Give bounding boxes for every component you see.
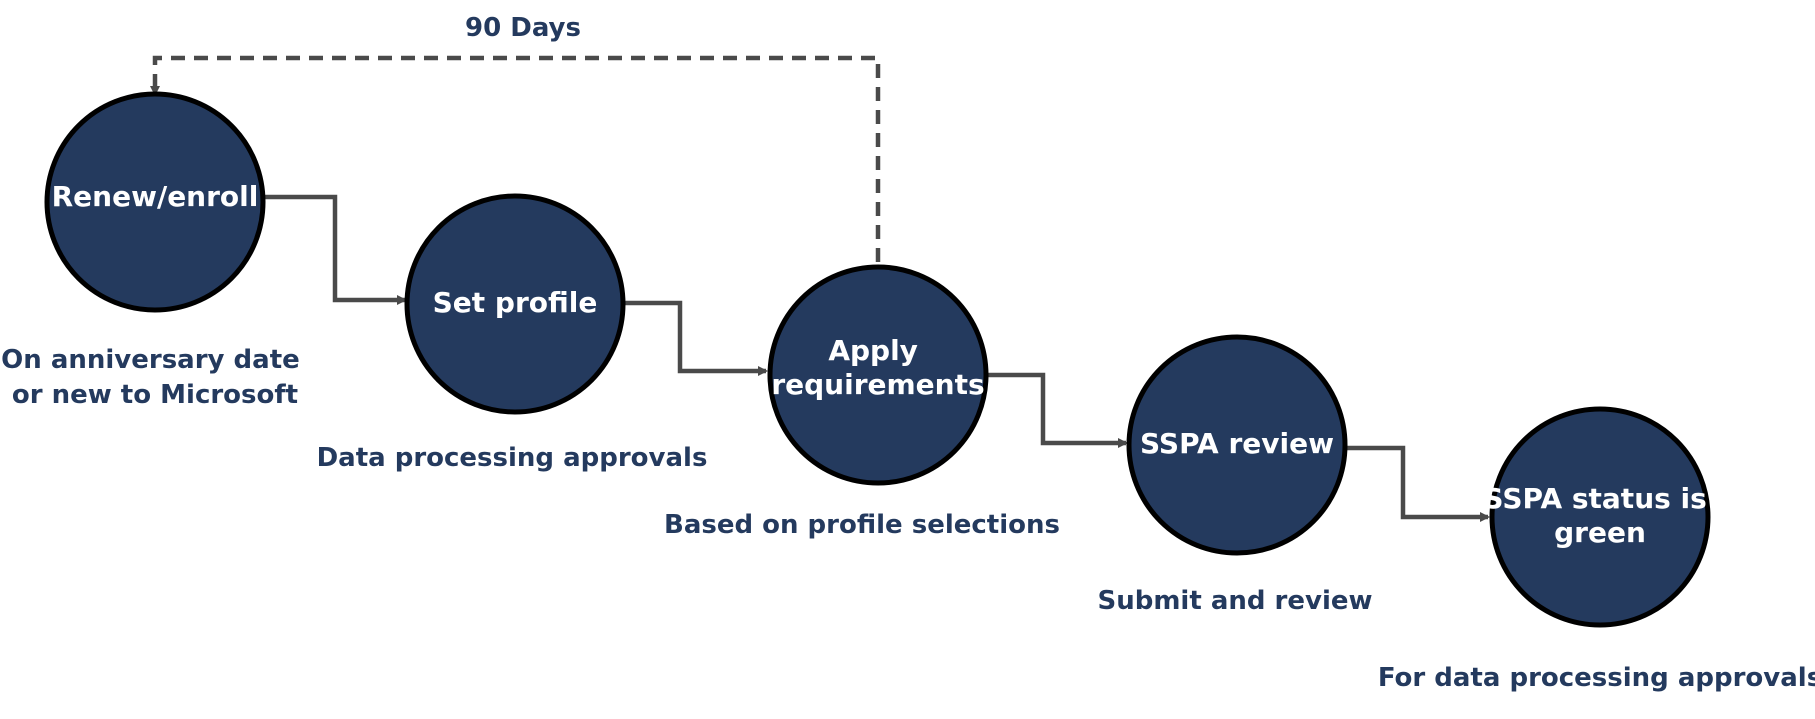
step-node [44, 91, 266, 313]
step-caption-line: or new to Microsoft [12, 380, 298, 410]
step-caption: Submit and review [1097, 586, 1372, 616]
step-caption-line: Data processing approvals [317, 443, 708, 473]
loop-connector [150, 55, 881, 262]
step-title-line: Apply [828, 334, 918, 367]
step-node [1489, 406, 1711, 628]
step-caption: Based on profile selections [664, 510, 1060, 540]
step-caption-line: Submit and review [1097, 586, 1372, 616]
step-apply-requirements: Apply requirements Based on profile sele… [664, 264, 1060, 540]
step-title-line: requirements [771, 368, 984, 401]
step-title: Renew/enroll [52, 180, 259, 213]
step-node [767, 264, 989, 486]
step-caption: For data processing approvals [1378, 663, 1815, 693]
step-set-profile: Set profile Data processing approvals [317, 193, 708, 473]
step-node [1126, 334, 1348, 556]
step-caption-line: On anniversary date [1, 345, 300, 375]
connector-2-3 [623, 300, 768, 376]
step-sspa-status-green: SSPA status is green For data processing… [1378, 406, 1815, 693]
step-caption-line: For data processing approvals [1378, 663, 1815, 693]
step-caption: Data processing approvals [317, 443, 708, 473]
step-caption-line: Based on profile selections [664, 510, 1060, 540]
step-title: Apply requirements [771, 334, 984, 401]
connector-1-2 [265, 194, 407, 305]
step-title: SSPA review [1140, 427, 1334, 460]
connector-4-5 [1347, 445, 1490, 522]
step-title-line: green [1554, 516, 1646, 549]
step-title-line: Renew/enroll [52, 180, 259, 213]
step-title-line: SSPA status is [1483, 482, 1706, 515]
step-title-line: SSPA review [1140, 427, 1334, 460]
step-title-line: Set profile [433, 286, 598, 319]
step-sspa-review: SSPA review Submit and review [1097, 334, 1373, 616]
step-caption: On anniversary date or new to Microsoft [1, 345, 309, 410]
step-title: Set profile [433, 286, 598, 319]
step-renew-enroll: Renew/enroll On anniversary date or new … [1, 91, 309, 410]
connector-3-4 [984, 372, 1128, 448]
loop-label: 90 Days [465, 13, 581, 43]
step-node [404, 193, 626, 415]
step-title: SSPA status is green [1483, 482, 1716, 549]
